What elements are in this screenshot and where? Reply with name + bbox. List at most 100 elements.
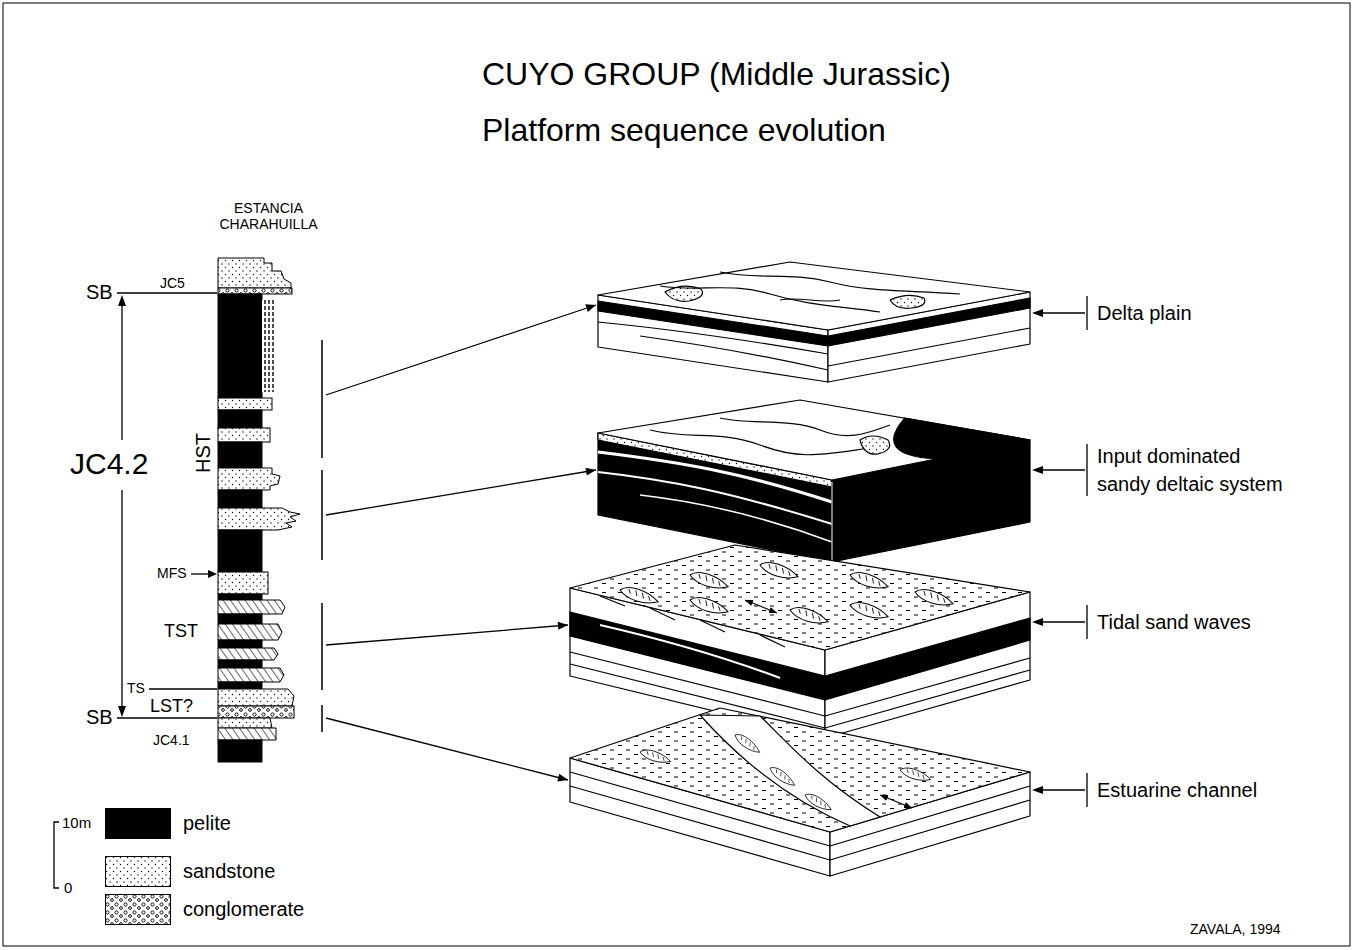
sequence-marks bbox=[117, 717, 217, 718]
block-tidal bbox=[570, 545, 1030, 738]
systems-tract: TST bbox=[164, 622, 198, 642]
stratigraphic-column bbox=[218, 288, 292, 294]
block-diagram: Tidal sand waves bbox=[568, 540, 1345, 740]
label-pointers bbox=[1040, 789, 1085, 790]
label-wrap: SB bbox=[86, 706, 113, 728]
stratigraphic-column bbox=[218, 294, 262, 398]
interval-brackets bbox=[321, 603, 323, 690]
legend-swatch bbox=[106, 895, 171, 925]
block-tidal bbox=[848, 598, 890, 623]
section-name: ESTANCIA CHARAHUILLA bbox=[215, 200, 322, 232]
surface-label: TS bbox=[127, 681, 145, 696]
label-wrap: MFS bbox=[157, 566, 187, 581]
label-pointers bbox=[1032, 786, 1043, 794]
stratigraphic-column bbox=[218, 410, 262, 428]
stratigraphic-column bbox=[262, 300, 276, 392]
label-pointers bbox=[1032, 296, 1087, 807]
block-delta-plain bbox=[780, 299, 840, 301]
environment-label: Delta plain bbox=[1097, 301, 1337, 325]
legend-row: conglomerate bbox=[105, 894, 304, 925]
label-pointers bbox=[1032, 466, 1043, 474]
sequence-name: JC5 bbox=[160, 276, 185, 291]
diagram-title: CUYO GROUP (Middle Jurassic) Platform se… bbox=[482, 46, 1002, 158]
interval-brackets bbox=[321, 340, 323, 458]
block-tidal bbox=[913, 585, 955, 610]
legend-swatch-box bbox=[105, 808, 171, 839]
block-tidal bbox=[825, 658, 1030, 728]
legend-text: pelite bbox=[183, 812, 231, 835]
label-pointers bbox=[1040, 312, 1085, 313]
stratigraphic-column bbox=[218, 614, 262, 624]
block-delta-plain bbox=[598, 262, 1030, 330]
label-wrap: JC4.2 bbox=[70, 447, 148, 480]
stratigraphic-column bbox=[218, 740, 262, 762]
legend-row: sandstone bbox=[105, 856, 275, 887]
block-delta bbox=[598, 472, 832, 524]
stratigraphic-column bbox=[218, 572, 268, 594]
legend-text: conglomerate bbox=[183, 898, 304, 921]
stratigraphic-column bbox=[218, 398, 272, 410]
block-delta bbox=[650, 430, 870, 455]
stratigraphic-column bbox=[218, 640, 262, 648]
stratigraphic-column bbox=[218, 648, 278, 660]
block-tidal bbox=[848, 568, 890, 593]
block-estuary bbox=[570, 708, 1030, 832]
label-pointers bbox=[1032, 618, 1043, 626]
stratigraphic-column bbox=[218, 624, 282, 640]
legend-swatch bbox=[106, 857, 171, 887]
stratigraphic-column bbox=[218, 660, 262, 668]
stratigraphic-column bbox=[218, 442, 262, 468]
stratigraphic-column bbox=[218, 718, 272, 728]
label-pointers bbox=[1040, 621, 1085, 622]
block-delta bbox=[832, 482, 833, 560]
interval-brackets bbox=[321, 470, 323, 560]
author-credit: ZAVALA, 1994 bbox=[1190, 922, 1281, 937]
sequence-marks bbox=[191, 573, 209, 574]
block-estuary bbox=[733, 731, 762, 756]
block-delta bbox=[894, 418, 1030, 459]
stratigraphic-column bbox=[218, 468, 280, 490]
title-wrap: CUYO GROUP (Middle Jurassic) Platform se… bbox=[482, 46, 1002, 158]
block-estuary bbox=[899, 765, 932, 785]
block-tidal bbox=[788, 603, 830, 628]
stratigraphic-column bbox=[218, 490, 262, 508]
stratigraphic-column bbox=[218, 508, 300, 530]
surface-label: SB bbox=[86, 706, 113, 728]
block-delta bbox=[598, 400, 1030, 562]
label-pointers bbox=[1086, 773, 1087, 807]
frame bbox=[3, 3, 1350, 946]
block-estuary bbox=[880, 795, 912, 808]
connector-arrow bbox=[326, 305, 596, 395]
legend-swatch bbox=[106, 809, 171, 839]
block-delta bbox=[598, 400, 1030, 480]
label-wrap: JC4.1 bbox=[153, 733, 190, 748]
systems-tract: HST bbox=[192, 423, 214, 483]
label-pointers bbox=[1086, 605, 1087, 639]
label-pointers bbox=[1086, 444, 1087, 496]
label-wrap: TS bbox=[127, 681, 145, 696]
block-estuary bbox=[570, 708, 1030, 876]
sequence-marks bbox=[118, 295, 126, 306]
scale-label: 10m bbox=[62, 815, 91, 832]
stratigraphic-column bbox=[218, 706, 294, 718]
sequence-marks bbox=[208, 570, 217, 578]
label-pointers bbox=[1040, 469, 1085, 470]
stratigraphic-column bbox=[218, 530, 262, 572]
surface-label: SB bbox=[86, 281, 113, 303]
block-delta-plain bbox=[598, 262, 1030, 382]
connector-arrow bbox=[326, 470, 596, 515]
label-wrap: 0 bbox=[64, 880, 72, 897]
stratigraphic-column bbox=[218, 258, 291, 288]
stratigraphic-column bbox=[218, 728, 276, 740]
scale-bar bbox=[54, 822, 59, 888]
block-delta-plain bbox=[660, 286, 880, 312]
legend-text: sandstone bbox=[183, 860, 275, 883]
environment-label: Estuarine channel bbox=[1097, 778, 1337, 802]
block-diagram: Estuarine channel bbox=[568, 700, 1345, 880]
label-wrap: ZAVALA, 1994 bbox=[1190, 922, 1281, 937]
label-pointers bbox=[1032, 309, 1043, 317]
scale-label: 0 bbox=[64, 880, 72, 897]
label-wrap: JC5 bbox=[160, 276, 185, 291]
label-wrap: TST bbox=[164, 622, 198, 642]
